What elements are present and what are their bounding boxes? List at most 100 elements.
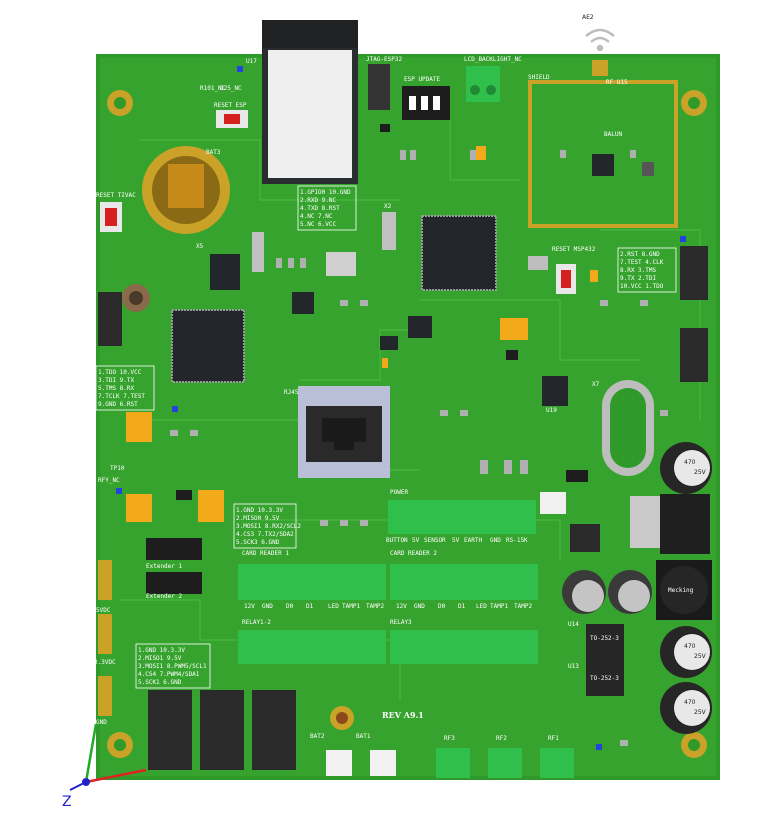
svg-text:TAMP1: TAMP1 — [342, 603, 360, 610]
pin-table-jtag-left: 1.TDO 10.VCC 3.TDI 9.TX 5.TMS 8.RX 7.TCL… — [95, 365, 155, 411]
rf-connector — [592, 60, 608, 76]
svg-text:1.GND 10.3.3V: 1.GND 10.3.3V — [138, 647, 185, 654]
label-u17: U17 — [246, 58, 257, 65]
svg-text:EARTH: EARTH — [464, 537, 482, 544]
extender-headers — [146, 538, 202, 594]
svg-text:D0: D0 — [286, 603, 294, 610]
svg-text:D1: D1 — [458, 603, 466, 610]
cap-25v-2: 25V — [694, 653, 707, 660]
label-bat1: BAT1 — [356, 733, 371, 740]
label-ae2: AE2 — [582, 14, 594, 21]
board-revision: REV A9.1 — [382, 710, 424, 720]
label-bat2: BAT2 — [310, 733, 325, 740]
label-card-reader2: CARD READER 2 — [390, 550, 437, 557]
label-rfy-nc: RFY_NC — [98, 477, 120, 484]
label-jtag-esp32: JTAG-ESP32 — [366, 56, 403, 63]
power-inductor — [656, 560, 712, 620]
axis-z-label: Z — [62, 794, 72, 810]
label-x2: X2 — [384, 203, 392, 210]
cap-470-3: 470 — [684, 699, 696, 706]
label-rf1: RF1 — [548, 735, 559, 742]
svg-text:3.TDI 9.TX: 3.TDI 9.TX — [98, 377, 135, 384]
label-reset-msp: RESET MSP432 — [552, 246, 596, 253]
right-headers — [680, 246, 708, 382]
relays — [148, 690, 296, 770]
reset-esp-button — [216, 110, 248, 128]
label-d25: D25_NC — [220, 85, 242, 92]
label-extender1: Extender 1 — [146, 563, 183, 570]
label-u19: U19 — [546, 407, 557, 414]
svg-text:D1: D1 — [306, 603, 314, 610]
rf-terminals — [436, 748, 574, 778]
svg-text:5.SCK3 6.GND: 5.SCK3 6.GND — [236, 539, 280, 546]
rj45-jack — [298, 386, 390, 478]
smd-components — [170, 150, 668, 746]
svg-text:GND: GND — [490, 537, 501, 544]
smd-inductor — [570, 524, 600, 552]
white-connector — [540, 492, 566, 514]
tiva-mcu-chip — [171, 309, 245, 383]
svg-text:D0: D0 — [438, 603, 446, 610]
to252-regulators — [586, 624, 624, 696]
svg-text:12V: 12V — [396, 603, 407, 610]
svg-text:9.TX 2.TDI: 9.TX 2.TDI — [620, 275, 657, 282]
jtag-left-header — [98, 292, 122, 346]
label-3v3dc: 3.3VDC — [94, 659, 116, 666]
svg-text:5.NC 6.VCC: 5.NC 6.VCC — [300, 221, 337, 228]
label-shield: SHIELD — [528, 74, 550, 81]
svg-text:10.VCC 1.TDO: 10.VCC 1.TDO — [620, 283, 664, 290]
cap-25v-3: 25V — [694, 709, 707, 716]
jtag-esp-header — [368, 64, 390, 110]
svg-text:3.MOSI1 8.PWM5/SCL1: 3.MOSI1 8.PWM5/SCL1 — [138, 663, 207, 670]
esp-update-dip-switch — [402, 86, 450, 120]
label-gnd: GND — [96, 719, 107, 726]
inductor-marking: Mecking — [668, 587, 694, 594]
power-terminal-labels: BUTTON 5V SENSOR 5V EARTH GND RS-15K — [386, 537, 528, 544]
label-5vdc: 5VDC — [96, 607, 111, 614]
svg-text:7.TEST 4.CLK: 7.TEST 4.CLK — [620, 259, 664, 266]
battery-connectors — [326, 750, 396, 776]
label-x5: X5 — [196, 243, 204, 250]
oval-crystal — [602, 380, 654, 476]
buzzer — [330, 706, 354, 730]
cap-470-2: 470 — [684, 643, 696, 650]
svg-text:5V: 5V — [412, 537, 420, 544]
label-x7: X7 — [592, 381, 600, 388]
label-r101: R101_NC — [200, 85, 226, 92]
label-to252-b: TO-252-3 — [590, 675, 619, 682]
pin-table-msp: 2.RST 8.GND 7.TEST 4.CLK 8.RX 3.TMS 9.TX… — [617, 247, 677, 293]
label-relay3: RELAY3 — [390, 619, 412, 626]
label-bat3: BAT3 — [206, 149, 221, 156]
label-esp-update: ESP UPDATE — [404, 76, 441, 83]
svg-text:LED: LED — [476, 603, 487, 610]
svg-text:TAMP2: TAMP2 — [366, 603, 384, 610]
wifi-antenna-icon — [585, 28, 615, 52]
mounting-holes — [107, 90, 707, 758]
small-ics — [210, 154, 614, 406]
reset-tivac-button — [100, 202, 122, 232]
svg-text:12V: 12V — [244, 603, 255, 610]
svg-text:SENSOR: SENSOR — [424, 537, 446, 544]
voltage-regulator — [630, 494, 710, 554]
label-to252-a: TO-252-3 — [590, 635, 619, 642]
axis-triad — [69, 723, 147, 791]
led-indicators — [116, 66, 686, 750]
reset-msp-button — [556, 264, 576, 294]
svg-text:BUTTON: BUTTON — [386, 537, 408, 544]
label-extender2: Extender 2 — [146, 593, 183, 600]
crystals — [252, 212, 548, 276]
svg-text:5.TMS 8.RX: 5.TMS 8.RX — [98, 385, 135, 392]
label-rf2: RF2 — [496, 735, 507, 742]
label-tp10: TP10 — [110, 465, 125, 472]
main-mcu-chip — [421, 215, 497, 291]
svg-text:1.GND 10.3.3V: 1.GND 10.3.3V — [236, 507, 283, 514]
label-balun: BALUN — [604, 131, 622, 138]
svg-text:4.TXD 8.RST: 4.TXD 8.RST — [300, 205, 340, 212]
label-relay12: RELAY1-2 — [242, 619, 271, 626]
pin-table-esp: 1.GPIO0 10.GND 2.RXD 9.NC 4.TXD 8.RST 4.… — [297, 185, 357, 231]
label-reset-tivac: RESET TIVAC — [96, 192, 136, 199]
svg-text:LED: LED — [328, 603, 339, 610]
label-reset-esp: RESET ESP — [214, 102, 247, 109]
label-rf-u15: RF U15 — [606, 79, 628, 86]
label-u14: U14 — [568, 621, 579, 628]
